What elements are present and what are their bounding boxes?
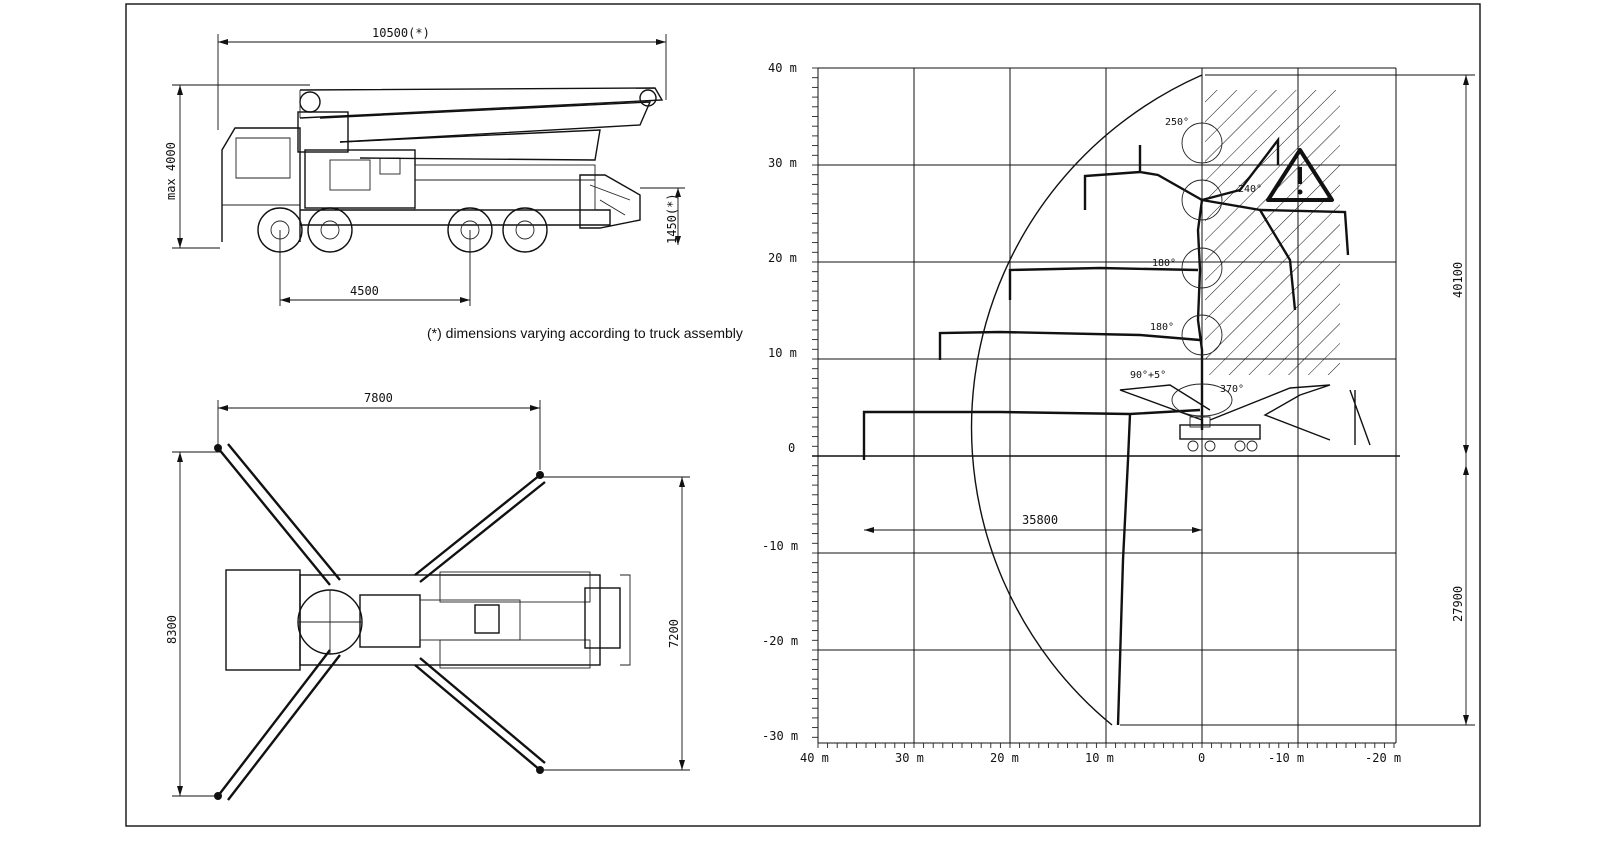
outrigger-front-left (217, 443, 341, 586)
x-tick-label: 40 m (800, 751, 829, 765)
x-tick-label: 0 (1198, 751, 1205, 765)
max-depth-label: 27900 (1451, 586, 1465, 622)
angle-label: 180° (1150, 322, 1174, 333)
rear-height-label: 1450(*) (665, 193, 679, 244)
y-tick-label: 10 m (768, 346, 797, 360)
y-tick-label: 40 m (768, 61, 797, 75)
outrigger-front-label: 7800 (364, 391, 393, 405)
truck-cab (221, 127, 301, 242)
y-tick-label: 0 (788, 441, 795, 455)
angle-label: 240° (1238, 184, 1262, 195)
x-tick-label: -10 m (1268, 751, 1304, 765)
sheet-frame (125, 3, 1481, 827)
top-cab (225, 569, 301, 671)
x-tick-label: 10 m (1085, 751, 1114, 765)
wheelbase-label: 4500 (350, 284, 379, 298)
rear-hopper (579, 174, 641, 229)
outrigger-rear-right (414, 657, 546, 771)
length-label: 10500(*) (372, 26, 430, 40)
folded-boom-2 (319, 101, 652, 143)
x-tick-label: 20 m (990, 751, 1019, 765)
y-tick-label: 30 m (768, 156, 797, 170)
outrigger-front-right (414, 474, 546, 583)
x-tick-label: -20 m (1365, 751, 1401, 765)
folded-boom-1 (299, 87, 664, 119)
warning-icon (1266, 148, 1334, 202)
top-view: 7800 8300 7200 (165, 391, 690, 801)
top-chassis (299, 574, 601, 666)
side-view: 10500(*) max 4000 1450(*) 4500 (164, 26, 685, 306)
y-tick-label: 20 m (768, 251, 797, 265)
truck-wheels (257, 207, 548, 253)
truck-chassis (300, 209, 611, 226)
angle-labels: 250° 240° 180° 180° 90°+5° 370° (1130, 117, 1262, 395)
angle-arcs (1171, 122, 1233, 417)
y-tick-labels: 40 m 30 m 20 m 10 m 0 -10 m -20 m -30 m (762, 61, 798, 743)
angle-label: 370° (1220, 384, 1244, 395)
reach-truck (1179, 416, 1261, 452)
horizontal-reach-label: 35800 (1022, 513, 1058, 527)
angle-label: 90°+5° (1130, 370, 1166, 381)
reach-envelope-arc (970, 74, 1203, 726)
max-height-label: 40100 (1451, 262, 1465, 298)
angle-label: 180° (1152, 258, 1176, 269)
folded-boom-3 (339, 129, 601, 161)
angle-label: 250° (1165, 117, 1189, 128)
reach-diagram: 40 m 30 m 20 m 10 m 0 -10 m -20 m -30 m … (762, 61, 1475, 765)
outrigger-left-label: 8300 (165, 615, 179, 644)
reach-grid (812, 67, 1400, 748)
x-tick-label: 30 m (895, 751, 924, 765)
y-tick-label: -10 m (762, 539, 798, 553)
outrigger-rear-left (217, 649, 341, 801)
dimension-note: (*) dimensions varying according to truc… (427, 325, 743, 341)
boom-turret (297, 111, 349, 153)
y-tick-label: -30 m (762, 729, 798, 743)
y-tick-label: -20 m (762, 634, 798, 648)
x-tick-labels: 40 m 30 m 20 m 10 m 0 -10 m -20 m (800, 751, 1401, 765)
top-hopper (584, 587, 621, 649)
outrigger-right-label: 7200 (667, 619, 681, 648)
boom-positions (862, 136, 1371, 726)
height-label: max 4000 (164, 142, 178, 200)
